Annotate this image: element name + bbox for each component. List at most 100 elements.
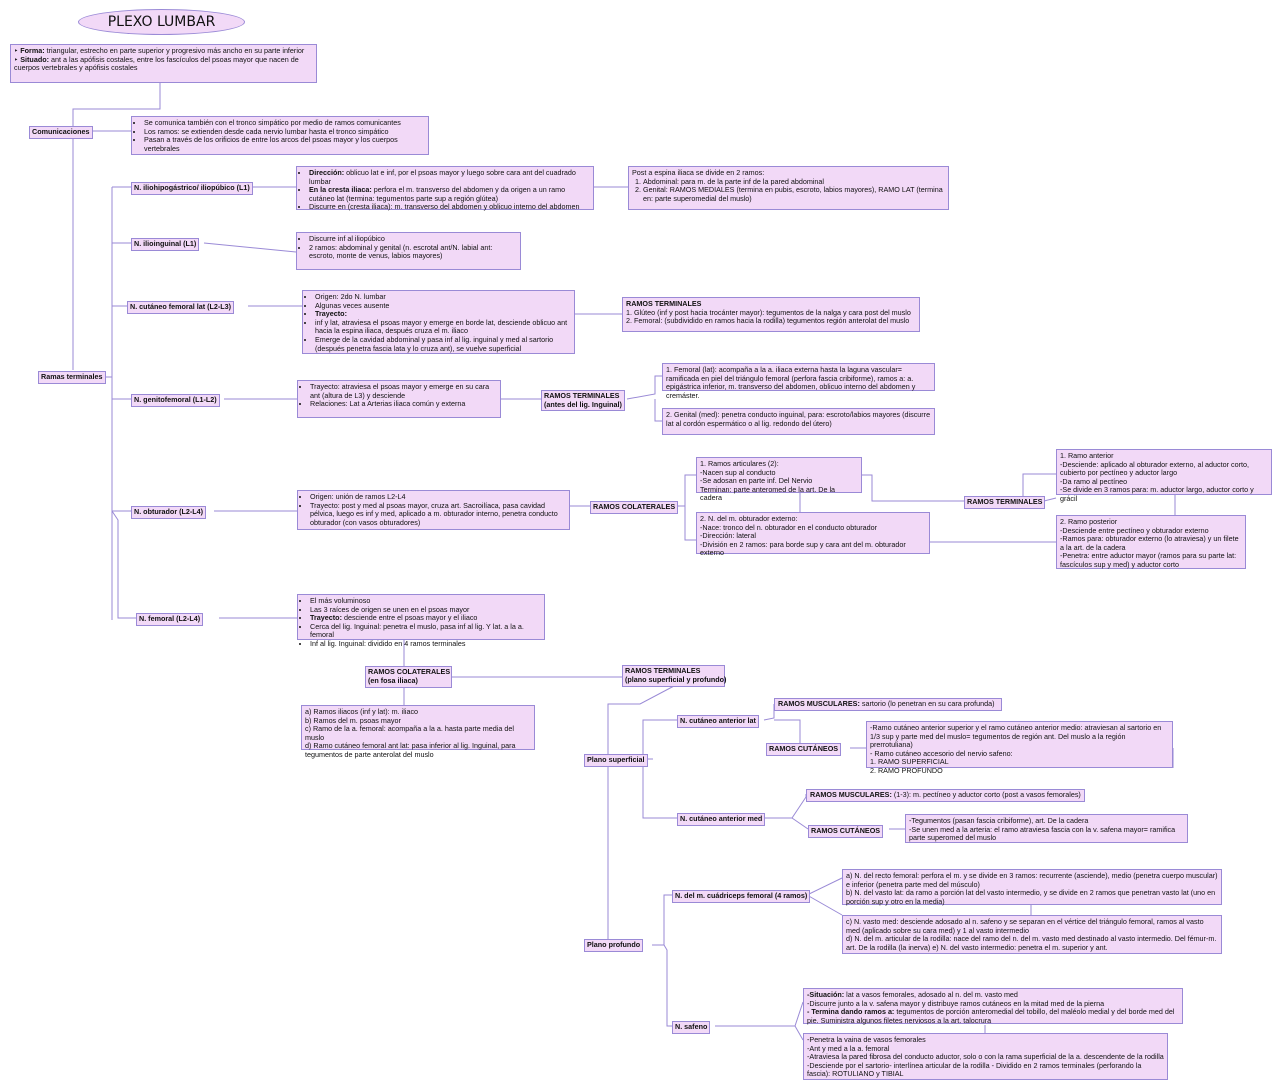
list-item: 2. RAMO PROFUNDO [870,765,943,775]
obturador-box: Origen: unión de ramos L2-L4 Trayecto: p… [297,490,570,530]
list-item: Relaciones: Lat a Arterias iliaca común … [310,400,497,409]
list-item: Trayecto: [315,309,571,319]
intro-box: ‣ Forma: triangular, estrecho en parte s… [10,44,317,83]
femoral-label: N. femoral (L2-L4) [136,613,204,626]
list-item: Inf al lig. Inguinal: dividido en 4 ramo… [310,639,541,649]
safeno-label: N. safeno [672,1021,711,1034]
cutaneo-anterior-lat-label: N. cutáneo anterior lat [677,715,759,728]
genitofemoral-femoral-box: 1. Femoral (lat): acompaña a la a. iliac… [662,363,935,400]
genitofemoral-label: N. genitofemoral (L1-L2) [131,394,220,407]
list-item: -Nace: tronco del n. obturador en el con… [700,522,878,532]
list-item: Pasan a través de los orificios de entre… [144,135,425,153]
iliohipogastrico-label: N. iliohipogástrico/ iliopúbico (L1) [131,182,253,195]
femoral-box: El más voluminoso Las 3 raíces de origen… [297,594,545,648]
list-item: Las 3 raíces de origen se unen en el pso… [310,605,541,615]
obturador-externo-box: 2. N. del m. obturador externo: -Nace: t… [696,512,930,557]
list-item: -Ramos para: obturador externo (lo atrav… [1060,534,1239,552]
list-item: -Da ramo al pectíneo [1060,476,1128,486]
femoral-terminales-label: RAMOS TERMINALES (plano superficial y pr… [622,665,726,687]
ilioinguinal-label: N. ilioinguinal (L1) [131,238,200,251]
list-item: 2 ramos: abdominal y genital (n. escrota… [309,243,517,261]
iliohipogastrico-box: Dirección: oblicuo lat e inf, por el pso… [296,166,594,211]
cutaneo-lat-terminales-box: RAMOS TERMINALES 1. Glúteo (inf y post h… [622,297,920,332]
terminales-title: RAMOS TERMINALES [626,299,702,308]
list-item: -Situación: lat a vasos femorales, adosa… [807,990,1018,999]
list-item: -Dirección: lateral [700,531,756,541]
list-item: Discurre inf al iliopúbico [309,234,517,244]
list-item: 1. RAMO SUPERFICIAL [870,757,949,767]
list-item: Trayecto: desciende entre el psoas mayor… [310,613,541,623]
post-intro: Post a espina iliaca se divide en 2 ramo… [632,168,765,177]
list-item: Trayecto: post y med al psoas mayor, cru… [310,501,566,528]
ilioinguinal-box: Discurre inf al iliopúbico 2 ramos: abdo… [296,232,521,270]
list-item: -Se adosan en parte inf. Del Nervio [700,476,813,486]
list-item: -Ramo cutáneo anterior superior y el ram… [870,723,1162,750]
ramas-terminales-label: Ramas terminales [38,371,106,384]
list-item: -Se divide en 3 ramos para: m. aductor l… [1060,485,1254,503]
list-item: -Penetra la vaina de vasos femorales [807,1035,926,1044]
list-item: Terminan: parte anteromed de la art. De … [700,484,836,503]
plano-profundo-label: Plano profundo [584,939,644,952]
list-item: Genital: RAMOS MEDIALES (termina en pubi… [643,185,945,203]
cutaneos-lat-label: RAMOS CUTÁNEOS [766,743,842,756]
list-item: - Ramo cutáneo accesorio del nervio safe… [870,748,1013,758]
list-item: c) N. vasto med: desciende adosado al n.… [846,917,1204,935]
obturador-terminales-label: RAMOS TERMINALES [964,496,1046,509]
list-item: Origen: unión de ramos L2-L4 [310,492,566,502]
list-item: -Nacen sup al conducto [700,467,776,477]
list-item: Emerge de la cavidad abdominal y pasa in… [315,335,571,353]
cutaneos-med-label: RAMOS CUTÁNEOS [808,825,884,838]
femoral-colaterales-label: RAMOS COLATERALES (en fosa iliaca) [365,666,452,688]
list-item: 2. Ramo posterior [1060,517,1118,526]
list-item: -Tegumentos (pasan fascia cribiforme), a… [909,816,1089,825]
obturador-articulares-box: 1. Ramos articulares (2): -Nacen sup al … [696,457,862,502]
list-item: d) N. del m. articular de la rodilla: na… [846,934,1217,952]
cutaneo-anterior-med-label: N. cutáneo anterior med [677,813,766,826]
comunicaciones-box: Se comunica también con el tronco simpát… [131,116,429,155]
list-item: b) Ramos del m. psoas mayor [305,715,401,725]
list-item: -Penetra: entre aductor mayor (ramos par… [1060,551,1237,569]
list-item: Dirección: oblicuo lat e inf, por el pso… [309,168,590,186]
list-item: Trayecto: atraviesa el psoas mayor y eme… [310,382,497,400]
list-item: -Se unen med a la arteria: el ramo atrav… [909,824,1176,843]
list-item: Cerca del lig. Inguinal: penetra el musl… [310,622,541,640]
list-item: -Desciende entre pectíneo y obturador ex… [1060,525,1209,535]
cutaneo-lat-box: Origen: 2do N. lumbar Algunas veces ause… [302,290,575,354]
genitofemoral-terminales-label: RAMOS TERMINALES (antes del lig. Inguina… [541,390,625,412]
list-item: - Termina dando ramos a: tegumentos de p… [807,1007,1175,1025]
list-item: a) N. del recto femoral: perfora el m. y… [846,871,1218,889]
comunicaciones-label: Comunicaciones [29,126,93,139]
list-item: 1. Ramo anterior [1060,451,1114,460]
list-item: -Discurre junto a la v. safena mayor y d… [807,998,1105,1008]
obturador-posterior-box: 2. Ramo posterior -Desciende entre pectí… [1056,515,1246,569]
list-item: -Desciende: aplicado al obturador extern… [1060,459,1249,478]
list-item: -División en 2 ramos: para borde sup y c… [700,539,906,558]
list-item: 2. Femoral: (subdividido en ramos hacia … [626,316,910,326]
cutaneos-lat-box: -Ramo cutáneo anterior superior y el ram… [866,721,1173,775]
list-item: En la cresta iliaca: perfora el m. trans… [309,185,590,203]
list-item: -Desciende por el sartorio- interlínea a… [807,1060,1142,1079]
safeno-box-1: -Situación: lat a vasos femorales, adosa… [803,988,1183,1024]
list-item: 2. N. del m. obturador externo: [700,514,798,523]
list-item: Origen: 2do N. lumbar [315,292,571,302]
list-item: b) N. del vasto lat: da ramo a porción l… [846,888,1216,906]
list-item: inf y lat, atraviesa el psoas mayor y em… [315,318,571,336]
list-item: -Atraviesa la pared fibrosa del conducto… [807,1052,1164,1062]
list-item: -Ant y med a la a. femoral [807,1043,890,1053]
list-item: a) Ramos iliacos (inf y lat): m. iliaco [305,707,419,716]
obturador-anterior-box: 1. Ramo anterior -Desciende: aplicado al… [1056,449,1272,503]
list-item: c) Ramo de la a. femoral: acompaña a la … [305,724,514,742]
femoral-colaterales-box: a) Ramos iliacos (inf y lat): m. iliaco … [301,705,535,759]
genitofemoral-genital-box: 2. Genital (med): penetra conducto ingui… [662,408,935,435]
plano-superficial-label: Plano superficial [584,754,648,767]
cuadriceps-box-1: a) N. del recto femoral: perfora el m. y… [842,869,1222,906]
musculares-med-box: RAMOS MUSCULARES: (1-3): m. pectíneo y a… [806,789,1085,802]
list-item: 1. Glúteo (inf y post hacia trocánter ma… [626,307,911,317]
list-item: Algunas veces ausente [315,301,571,311]
cuadriceps-box-2: c) N. vasto med: desciende adosado al n.… [842,915,1222,954]
list-item: El más voluminoso [310,596,541,606]
cutaneos-med-box: -Tegumentos (pasan fascia cribiforme), a… [905,814,1188,843]
intro-forma: ‣ Forma: triangular, estrecho en parte s… [14,46,305,55]
list-item: Se comunica también con el tronco simpát… [144,118,425,128]
page-title: PLEXO LUMBAR [78,9,245,35]
